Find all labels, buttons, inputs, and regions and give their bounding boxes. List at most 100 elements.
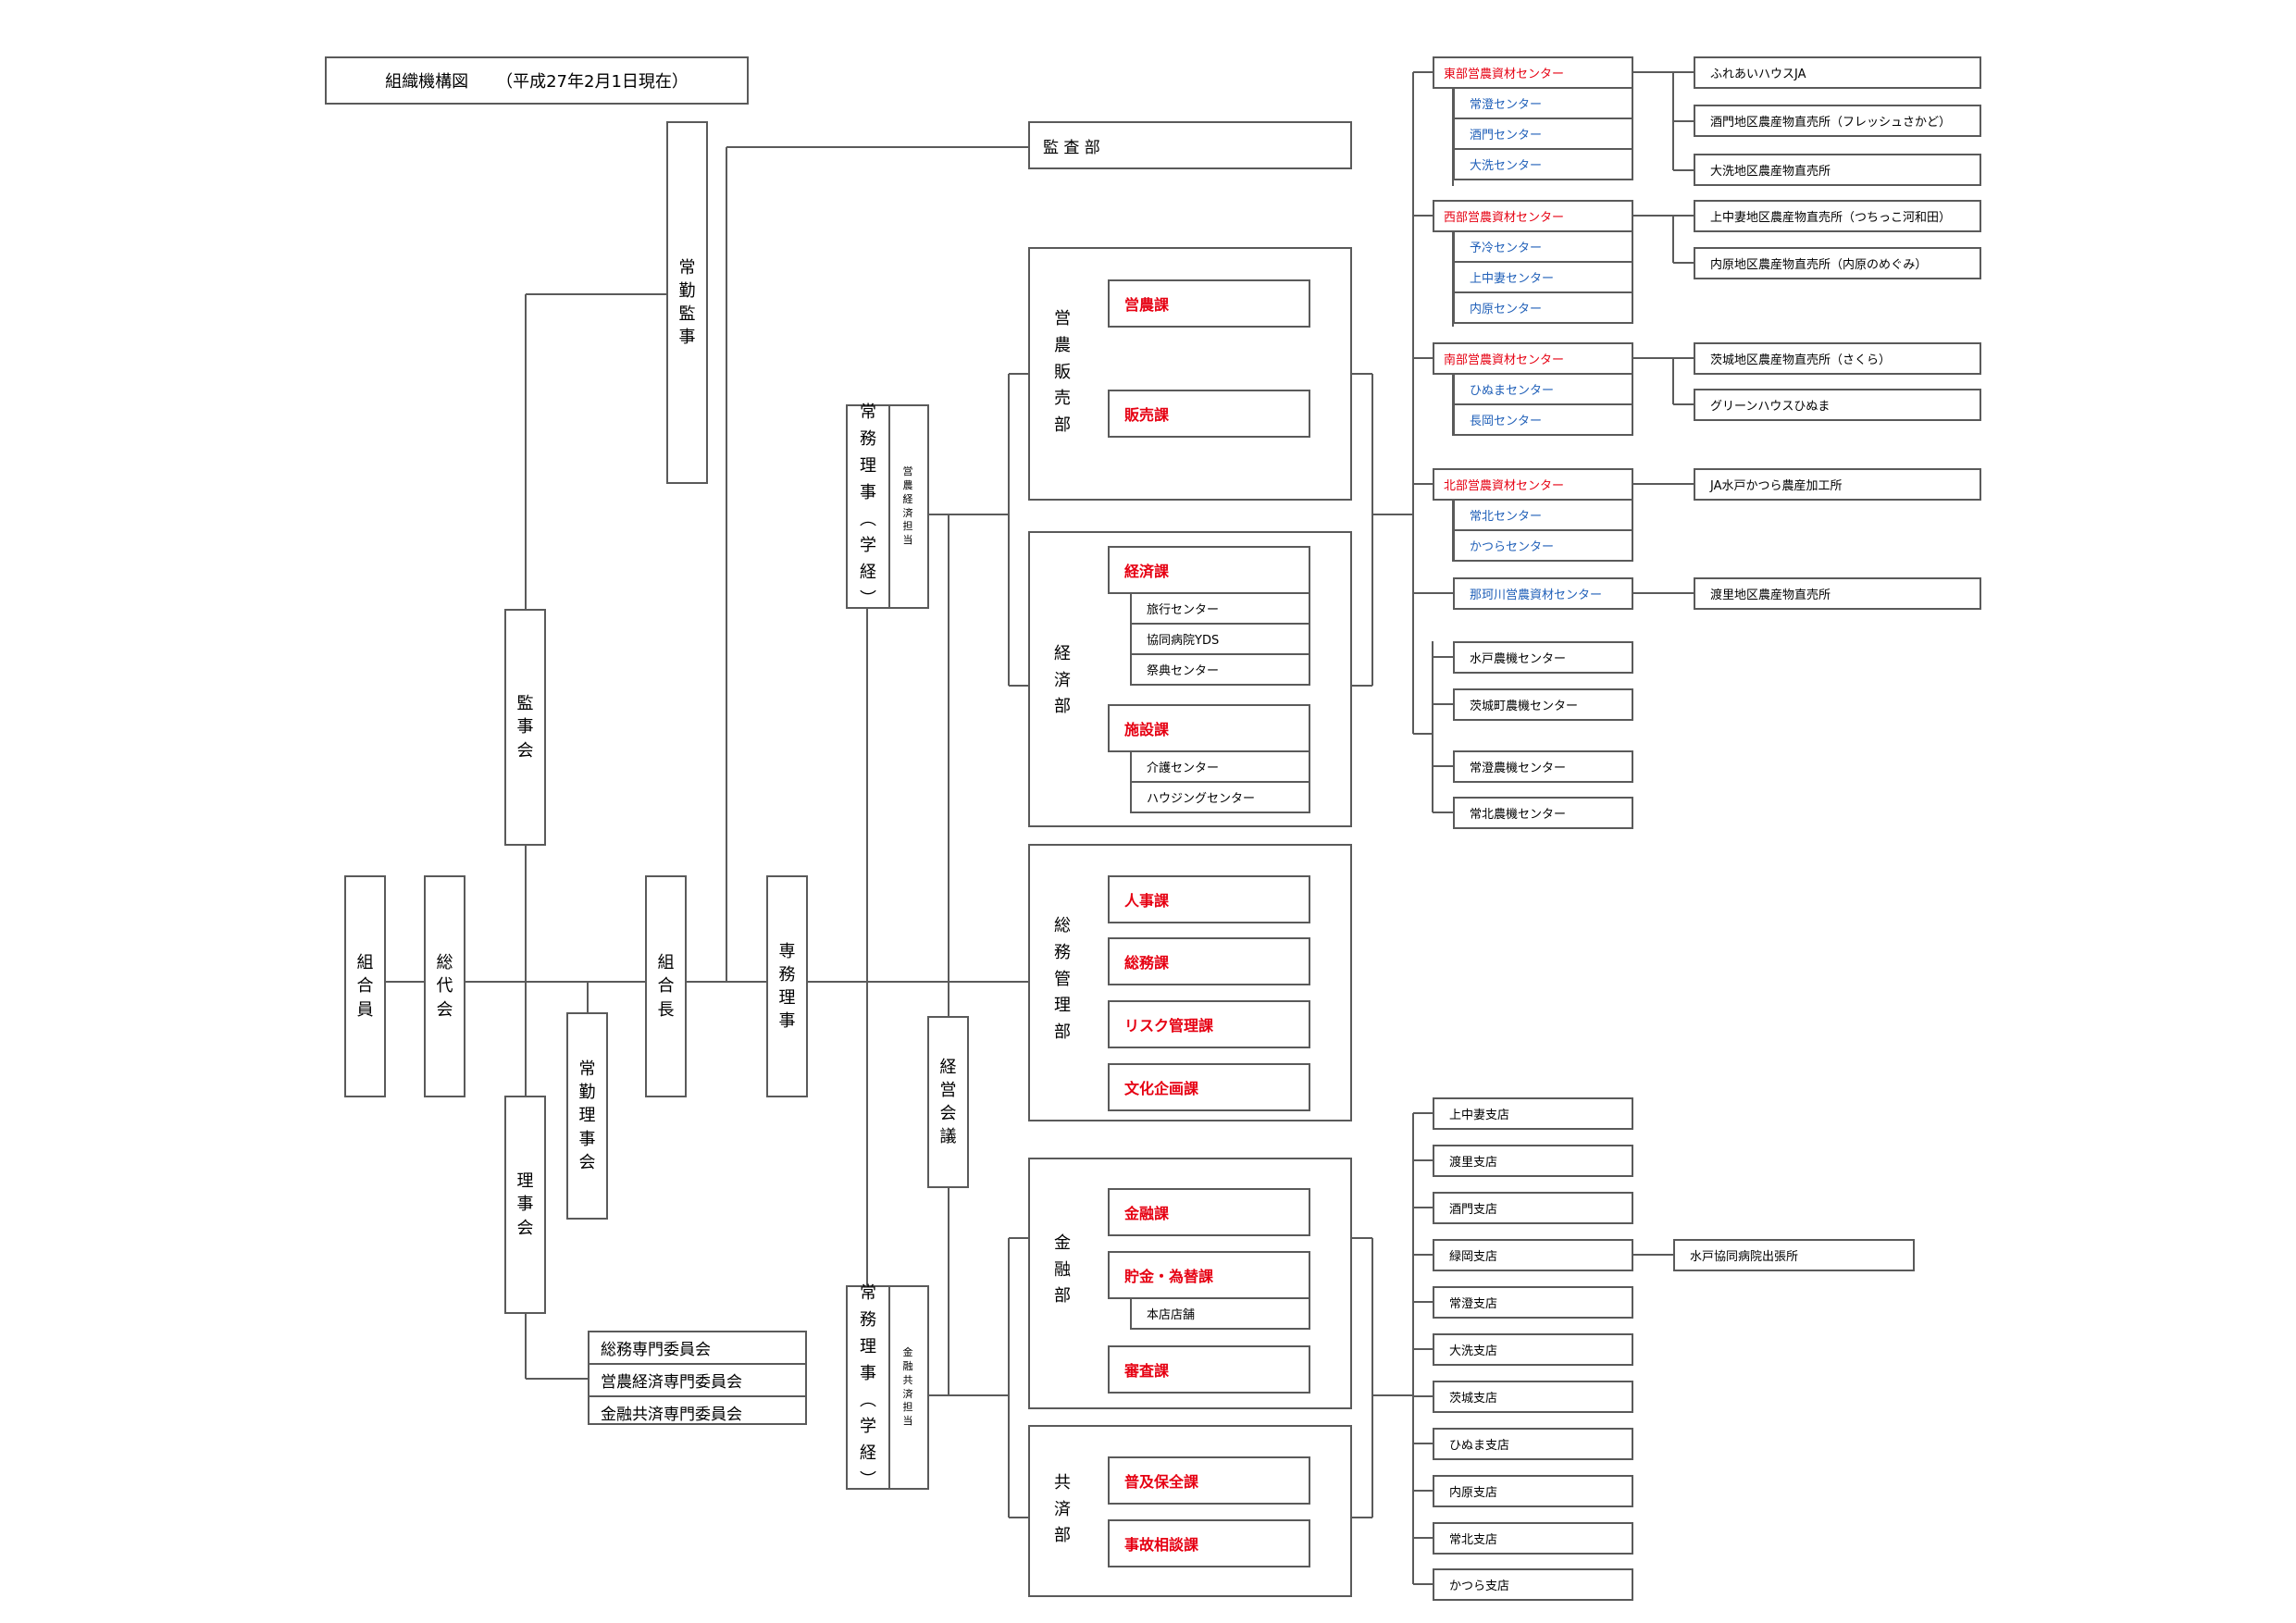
outlet-uchihara: 内原地区農産物直売所（内原のめぐみ） — [1694, 247, 1981, 279]
vertical-char: 理 — [1054, 996, 1071, 1016]
machinery-ibarakimachi: 茨城町農機センター — [1453, 688, 1633, 721]
soumu-dept-name: 総務管理部 — [1049, 901, 1076, 1059]
vertical-char: 融 — [902, 1359, 913, 1372]
soumu-dept-label: 総務管理部 — [1054, 913, 1071, 1047]
kumiaiin-label: 組合員 — [357, 951, 374, 1022]
vertical-char: 学 — [860, 536, 876, 556]
kanjikai-box: 監事会 — [504, 609, 546, 846]
vertical-char: 共 — [1054, 1472, 1071, 1493]
jomu-kinyu-role: 金融共済担当 — [888, 1287, 927, 1488]
center-sub-uchihara: 内原センター — [1453, 291, 1633, 324]
committees-box: 総務専門委員会 営農経済専門委員会 金融共済専門委員会 — [588, 1331, 807, 1425]
vertical-char: 総 — [1054, 916, 1071, 935]
vertical-char: 経 — [1054, 643, 1071, 663]
section-einouka: 営農課 — [1108, 279, 1310, 328]
vertical-char: 売 — [1054, 389, 1071, 409]
vertical-char: 当 — [902, 1415, 913, 1428]
vertical-char: 営 — [1054, 309, 1071, 328]
vertical-char: 経 — [939, 1057, 957, 1077]
vertical-char: 販 — [1054, 362, 1071, 382]
vertical-char: 常 — [678, 257, 696, 278]
section-chokin: 貯金・為替課 — [1108, 1251, 1310, 1299]
vertical-char: 常 — [860, 1283, 876, 1304]
section-hanbaika: 販売課 — [1108, 390, 1310, 438]
vertical-char: 事 — [860, 1363, 876, 1383]
vertical-char: 学 — [860, 1417, 876, 1437]
branch-sakado: 酒門支店 — [1433, 1192, 1633, 1224]
vertical-char: 済 — [902, 1387, 913, 1400]
center-sub-hinuma: ひぬまセンター — [1453, 373, 1633, 405]
section-fukyu: 普及保全課 — [1108, 1456, 1310, 1505]
joukin-kanji-box: 常勤監事 — [666, 121, 708, 484]
vertical-char: 経 — [860, 563, 876, 583]
vertical-char: 員 — [356, 999, 374, 1020]
vertical-char: 理 — [778, 988, 796, 1008]
vertical-char: 部 — [1054, 1526, 1071, 1546]
branch-uchihara: 内原支店 — [1433, 1475, 1633, 1507]
kyosai-dept-name: 共済部 — [1049, 1445, 1076, 1575]
vertical-char: 常 — [578, 1059, 596, 1080]
branch-watari: 渡里支店 — [1433, 1145, 1633, 1177]
vertical-char: ︶ — [860, 588, 876, 609]
vertical-char: 共 — [902, 1373, 913, 1386]
branch-office-byouin: 水戸協同病院出張所 — [1673, 1239, 1915, 1271]
vertical-char: 合 — [657, 976, 675, 997]
vertical-char: 理 — [860, 1336, 876, 1357]
kumiaichou-label: 組合長 — [658, 951, 675, 1022]
committee-soumu: 総務専門委員会 — [590, 1332, 805, 1365]
jomu-einou-label: 常務理事︵学経︶ — [860, 400, 876, 613]
rijikai-label: 理事会 — [517, 1170, 534, 1240]
vertical-char: 組 — [356, 953, 374, 973]
keiei-kaigi-box: 経営会議 — [927, 1016, 969, 1188]
center-sub-tsunezumi: 常澄センター — [1453, 87, 1633, 119]
vertical-char: 務 — [860, 429, 876, 450]
vertical-char: 済 — [1054, 670, 1071, 690]
keizai-dept-name: 経済部 — [1049, 626, 1076, 737]
vertical-char: 専 — [778, 941, 796, 961]
audit-label: 監 査 部 — [1043, 138, 1100, 157]
soudaikai-label: 総代会 — [437, 951, 453, 1022]
vertical-char: 事 — [778, 1011, 796, 1032]
jomu-einou-title: 常務理事︵学経︶ — [848, 403, 890, 609]
outlet-kaminakatsuma: 上中妻地区農産物直売所（つちっこ河和田） — [1694, 200, 1981, 232]
vertical-char: 理 — [578, 1106, 596, 1126]
senmuriji-box: 専務理事 — [766, 875, 808, 1097]
jomu-einou-box: 常務理事︵学経︶ 営農経済担当 — [846, 403, 929, 609]
vertical-char: 農 — [1054, 335, 1071, 355]
vertical-char: 勤 — [678, 280, 696, 301]
machinery-tsunezumi: 常澄農機センター — [1453, 750, 1633, 783]
branch-katsura: かつら支店 — [1433, 1568, 1633, 1601]
center-sub-oarai: 大洗センター — [1453, 148, 1633, 180]
vertical-char: 営 — [902, 465, 913, 477]
vertical-char: 営 — [939, 1080, 957, 1100]
branch-jouhoku: 常北支店 — [1433, 1522, 1633, 1555]
jomu-kinyu-box: 常務理事︵学経︶ 金融共済担当 — [846, 1283, 929, 1490]
vertical-char: 経 — [860, 1443, 876, 1464]
branch-hinuma: ひぬま支店 — [1433, 1428, 1633, 1460]
kumiaiin-box: 組合員 — [344, 875, 386, 1097]
einou-dept-name: 営農販売部 — [1049, 304, 1076, 441]
branch-ibaraki: 茨城支店 — [1433, 1381, 1633, 1413]
committee-einou-keizai: 営農経済専門委員会 — [590, 1365, 805, 1397]
vertical-char: 務 — [860, 1310, 876, 1331]
kinyu-dept-label: 金融部 — [1054, 1231, 1071, 1310]
center-nanbu: 南部営農資材センター — [1433, 342, 1633, 375]
kinyu-dept-name: 金融部 — [1049, 1215, 1076, 1326]
kyosai-dept-box: 共済部 — [1028, 1425, 1352, 1597]
sub-ryokou: 旅行センター — [1130, 592, 1310, 625]
section-kinyuka: 金融課 — [1108, 1188, 1310, 1236]
section-shisetsuka: 施設課 — [1108, 704, 1310, 752]
branch-midorioka: 緑岡支店 — [1433, 1239, 1633, 1271]
kumiaichou-box: 組合長 — [645, 875, 687, 1097]
vertical-char: ︵ — [860, 1390, 876, 1410]
vertical-char: 済 — [902, 506, 913, 519]
sub-honten: 本店店舗 — [1130, 1297, 1310, 1330]
vertical-char: 経 — [902, 492, 913, 505]
vertical-char: 金 — [1054, 1233, 1071, 1253]
vertical-char: 常 — [860, 403, 876, 423]
chart-title: 組織機構図 — [385, 72, 469, 92]
vertical-char: 務 — [1054, 942, 1071, 962]
vertical-char: 監 — [678, 304, 696, 324]
